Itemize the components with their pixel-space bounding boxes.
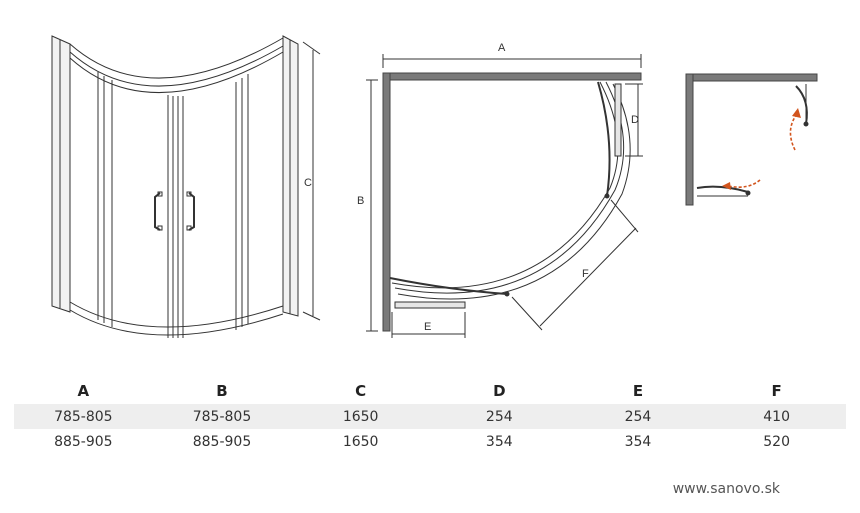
dim-e-label: E — [424, 321, 431, 333]
arrow-head-left — [722, 182, 731, 190]
table-row: 785-805 785-805 1650 254 254 410 — [14, 404, 846, 429]
enclosure-plan-view — [366, 54, 643, 338]
table-cell: 1650 — [291, 404, 430, 429]
site-watermark: www.sanovo.sk — [672, 481, 780, 497]
table-cell: 885-905 — [192, 433, 252, 450]
col-header-f: F — [771, 382, 782, 400]
table-cell: 254 — [568, 404, 708, 429]
dim-c-label: C — [304, 177, 312, 189]
door-opening-diagram — [685, 73, 818, 206]
product-drawings: C A B D — [51, 35, 818, 338]
dim-b-label: B — [357, 195, 364, 207]
enclosure-perspective-view — [51, 35, 321, 338]
col-header-a: A — [77, 382, 90, 400]
dim-f-label: F — [582, 268, 589, 280]
table-header-row: A B C D E F — [14, 378, 846, 404]
table-cell: 785-805 — [14, 404, 153, 429]
col-header-c: C — [355, 382, 367, 400]
dim-d-label: D — [631, 114, 639, 126]
col-header-e: E — [632, 382, 644, 400]
table-cell: 885-905 — [54, 433, 113, 450]
table-cell: 785-805 — [152, 404, 292, 429]
arrow-head-up — [792, 108, 801, 118]
opening-arrows — [727, 113, 798, 188]
table-cell: 254 — [429, 404, 569, 429]
table-row: 885-905 885-905 1650 354 354 520 — [14, 429, 846, 454]
table-cell: 354 — [485, 433, 513, 450]
table-cell: 354 — [624, 433, 652, 450]
table-cell: 410 — [707, 404, 846, 429]
col-header-d: D — [493, 382, 506, 400]
dim-a-label: A — [498, 42, 506, 54]
table-cell: 520 — [763, 433, 790, 450]
dimensions-table: A B C D E F 785-805 785-805 1650 254 254… — [14, 378, 846, 454]
col-header-b: B — [216, 382, 228, 400]
table-cell: 1650 — [342, 433, 379, 450]
